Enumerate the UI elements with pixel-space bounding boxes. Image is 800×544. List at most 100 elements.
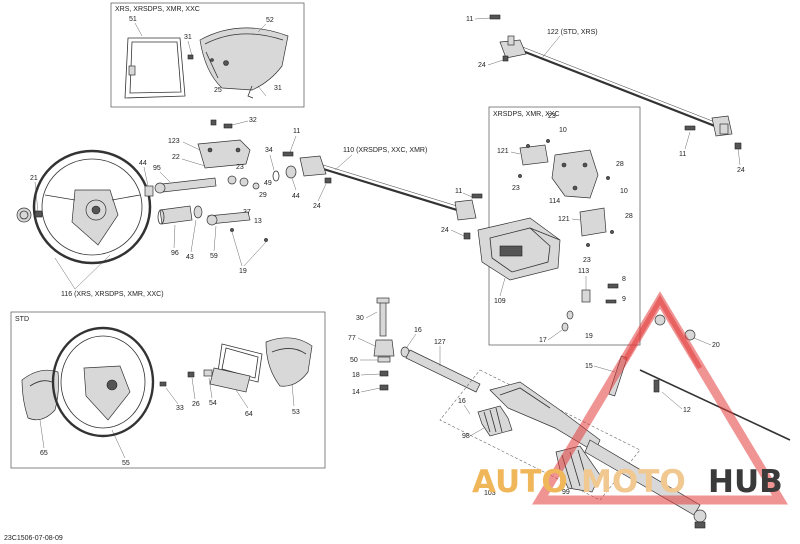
callout-34: 34 — [265, 147, 273, 154]
leader-77 — [357, 337, 376, 347]
screw-32 — [223, 123, 233, 129]
screw-19a — [230, 228, 234, 232]
diagram-id: 23C1506-07-08-09 — [4, 535, 63, 542]
leader-59 — [213, 225, 217, 252]
watermark-logo — [532, 291, 788, 505]
leader-17 — [547, 329, 563, 341]
leader-52 — [257, 23, 267, 33]
box-std — [10, 311, 326, 469]
callout-20: 20 — [712, 342, 720, 349]
bolt-12 — [653, 379, 660, 393]
nut-24b — [734, 142, 742, 150]
gauge-bezel-64 — [209, 343, 263, 393]
callout-11c: 11 — [293, 128, 300, 135]
leader-16b — [463, 404, 471, 415]
callout-54: 54 — [209, 400, 217, 407]
callout-21: 21 — [30, 175, 38, 182]
callout-31b: 31 — [274, 85, 282, 92]
clip-31b — [247, 85, 254, 99]
callout-44a: 44 — [139, 160, 147, 167]
leader-110 — [334, 154, 353, 171]
callout-65: 65 — [40, 450, 48, 457]
label-122: 122 (STD, XRS) — [547, 29, 598, 36]
leader-44a — [143, 166, 149, 187]
leader-24b — [737, 147, 741, 166]
clip-14 — [379, 384, 389, 391]
callout-24b: 24 — [737, 167, 745, 174]
callout-11b: 11 — [679, 151, 686, 158]
leader-98 — [469, 427, 485, 437]
leader-33 — [165, 387, 179, 405]
label-110: 110 (XRSDPS, XXC, XMR) — [343, 147, 427, 154]
leader-11b — [684, 131, 691, 150]
callout-24d: 24 — [441, 227, 449, 234]
leader-31a — [187, 40, 193, 57]
leader-20 — [693, 337, 712, 346]
callout-12: 12 — [683, 407, 691, 414]
callout-10b: 10 — [620, 188, 628, 195]
leader-11d — [462, 192, 473, 198]
leader-15 — [593, 365, 616, 373]
nut-44a — [144, 185, 154, 197]
dash-cover-53 — [265, 337, 313, 387]
grommet-17a — [561, 322, 569, 332]
callout-64: 64 — [245, 411, 253, 418]
leader-51 — [134, 22, 143, 37]
bolt-30 — [376, 297, 390, 337]
callout-16a: 16 — [414, 327, 422, 334]
callout-32: 32 — [249, 117, 257, 124]
callout-99: 99 — [562, 489, 570, 496]
leader-95 — [159, 171, 171, 183]
callout-121b: 121 — [558, 216, 570, 223]
callout-44b: 44 — [292, 193, 300, 200]
watermark-hub: HUB — [708, 464, 783, 500]
callout-25: 25 — [214, 87, 222, 94]
callout-16b: 16 — [458, 398, 466, 405]
callout-19a: 19 — [239, 268, 247, 275]
bushing-23b — [239, 177, 249, 187]
callout-19b: 19 — [585, 333, 593, 340]
leader-55 — [111, 429, 126, 459]
callout-96: 96 — [171, 250, 179, 257]
callout-55: 55 — [122, 460, 130, 467]
steering-shaft-110 — [299, 155, 477, 221]
leader-18 — [360, 373, 381, 376]
bracket-114 — [551, 149, 599, 199]
callout-109: 109 — [494, 298, 506, 305]
callout-98: 98 — [462, 433, 470, 440]
callout-15: 15 — [585, 363, 593, 370]
callout-113: 113 — [578, 268, 589, 275]
leader-122 — [541, 35, 561, 59]
callout-31a: 31 — [184, 34, 192, 41]
shaft-127 — [405, 349, 481, 393]
leader-21 — [34, 181, 39, 213]
tie-rod-end — [693, 509, 707, 529]
grommet-17b — [566, 310, 574, 320]
bushing-23a — [227, 175, 237, 185]
callout-28b: 28 — [625, 213, 633, 220]
nut-21 — [34, 210, 43, 218]
watermark-auto: AUTO — [472, 464, 568, 500]
column-shaft-95 — [154, 177, 217, 194]
leader-44b — [291, 177, 297, 191]
leader-43 — [190, 219, 197, 253]
bracket-121a — [519, 144, 549, 166]
leader-123 — [182, 141, 201, 151]
callout-77: 77 — [348, 335, 356, 342]
dash-cover-part — [199, 27, 289, 91]
callout-23d: 23 — [583, 257, 591, 264]
boot-98 — [477, 405, 513, 437]
callout-26: 26 — [192, 401, 200, 408]
leader-96 — [173, 224, 176, 249]
horn-cap-21 — [16, 207, 32, 223]
leader-24c — [317, 183, 327, 202]
leader-121a — [510, 151, 521, 155]
leader-64 — [235, 389, 249, 409]
callout-123: 123 — [168, 138, 180, 145]
box-title-std: STD — [15, 316, 29, 323]
callout-103: 103 — [484, 490, 496, 497]
washer-50 — [377, 356, 391, 363]
callout-114: 114 — [549, 198, 560, 205]
screw-19b — [264, 238, 268, 242]
